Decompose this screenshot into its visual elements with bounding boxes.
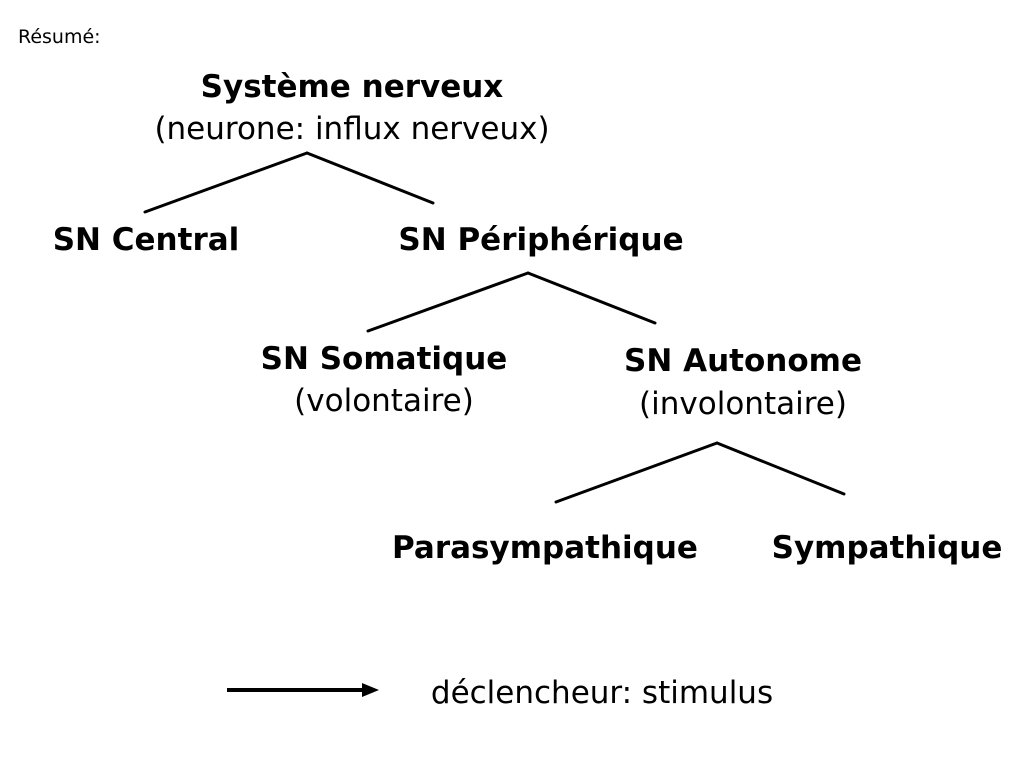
- edge-peripheral-to-autonomic: [526, 271, 657, 325]
- edge-peripheral-to-somatic: [366, 271, 530, 333]
- slide-heading: Résumé:: [18, 26, 101, 48]
- somatic-node-title: SN Somatique: [260, 341, 508, 377]
- parasympathetic-node-title: Parasympathique: [392, 530, 698, 566]
- autonomic-node-subtitle: (involontaire): [639, 386, 847, 422]
- sympathetic-node-title: Sympathique: [771, 530, 1003, 566]
- somatic-node-subtitle: (volontaire): [294, 383, 474, 419]
- edge-root-to-peripheral: [305, 151, 435, 205]
- legend-arrow-head: [362, 683, 379, 697]
- edge-autonomic-to-parasympathetic: [554, 441, 719, 504]
- autonomic-node-title: SN Autonome: [624, 343, 862, 379]
- central-node-title: SN Central: [52, 222, 240, 258]
- peripheral-node-title: SN Périphérique: [398, 222, 684, 258]
- edge-root-to-central: [143, 151, 309, 214]
- root-node-title: Système nerveux: [200, 69, 504, 105]
- root-node-subtitle: (neurone: influx nerveux): [154, 111, 550, 147]
- edge-autonomic-to-sympathetic: [715, 441, 846, 496]
- legend-text: déclencheur: stimulus: [430, 675, 774, 711]
